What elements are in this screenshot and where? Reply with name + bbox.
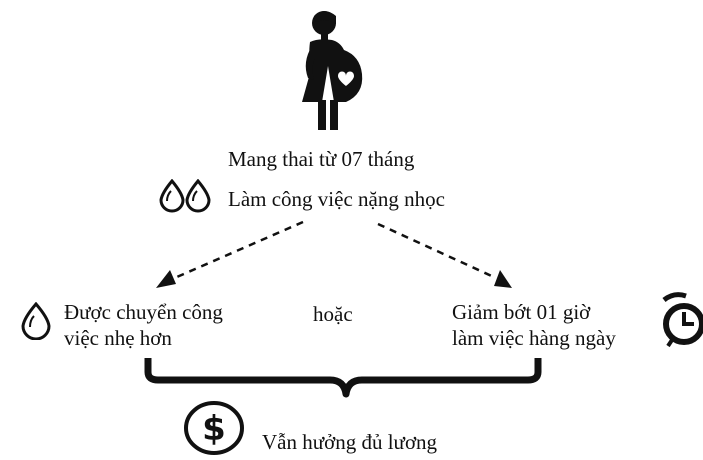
pregnant-woman-icon [302, 11, 363, 130]
right-option-line-1: Giảm bớt 01 giờ [452, 300, 591, 324]
header-line-1: Mang thai từ 07 tháng [228, 147, 415, 171]
right-option-line-2: làm việc hàng ngày [452, 326, 616, 350]
left-arrowhead [156, 270, 176, 288]
dollar-coin-icon: $ [184, 401, 244, 455]
right-dashed-arrow-line [377, 222, 497, 280]
grouping-brace [144, 358, 542, 398]
droplet-icon [21, 302, 51, 340]
left-option-line-1: Được chuyển công [64, 300, 223, 324]
right-arrowhead [494, 270, 512, 288]
double-droplet-icon [159, 179, 211, 213]
alarm-clock-icon [662, 292, 703, 348]
or-connector: hoặc [313, 302, 353, 326]
left-option-line-2: việc nhẹ hơn [64, 326, 172, 350]
left-dashed-arrow-line [169, 220, 304, 282]
svg-text:$: $ [202, 409, 226, 449]
header-line-2: Làm công việc nặng nhọc [228, 187, 445, 211]
outcome-text: Vẫn hưởng đủ lương [262, 430, 438, 454]
